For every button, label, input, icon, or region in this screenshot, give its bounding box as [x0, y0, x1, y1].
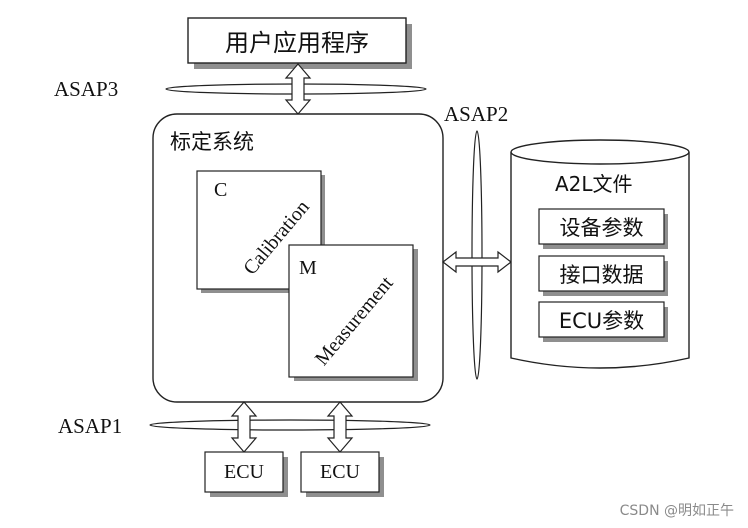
a2l-item-interface-data: 接口数据	[559, 262, 644, 287]
m-box	[288, 244, 414, 378]
a2l-item-ecu-params: ECU参数	[558, 308, 645, 333]
asap3-label: ASAP3	[54, 77, 119, 101]
a2l-item-2-box	[538, 255, 665, 292]
c-letter: C	[214, 179, 228, 201]
asap2-bus	[471, 130, 483, 380]
user-app-label: 用户应用程序	[225, 29, 369, 57]
a2l-item-1-box	[538, 208, 665, 245]
ecu-right-label: ECU	[320, 460, 360, 483]
ecu-left-label: ECU	[224, 460, 264, 483]
a2l-cylinder-top	[510, 139, 690, 165]
asap1-bus	[149, 419, 431, 431]
asap1-label: ASAP1	[58, 414, 123, 438]
ecu-left-box	[204, 451, 284, 493]
ecu-right-box	[300, 451, 380, 493]
asap2-label: ASAP2	[444, 102, 509, 126]
m-letter: M	[299, 257, 317, 279]
a2l-title: A2L文件	[555, 172, 633, 196]
watermark-text: CSDN @明如正午	[619, 503, 734, 519]
a2l-item-device-params: 设备参数	[559, 215, 644, 240]
calibration-system-label: 标定系统	[170, 130, 254, 154]
user-app-box	[187, 17, 407, 64]
a2l-item-3-box	[538, 301, 665, 338]
